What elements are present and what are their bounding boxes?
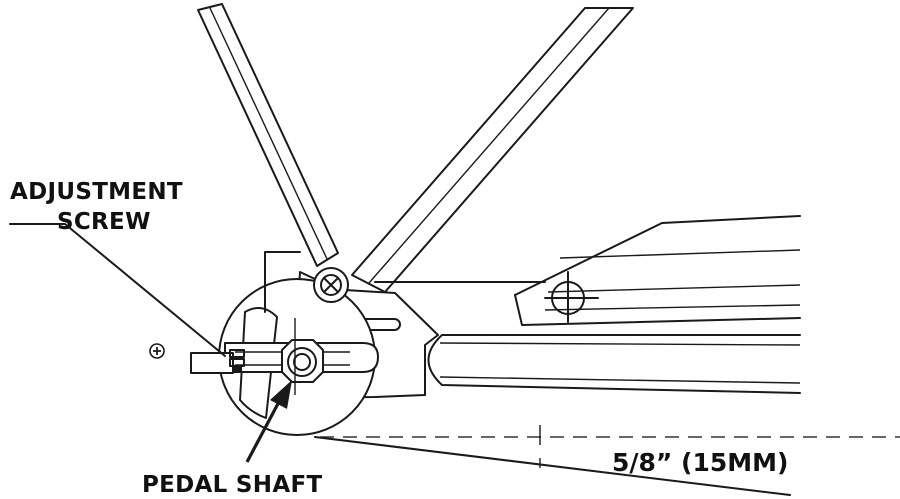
adjustment-screw xyxy=(190,349,245,374)
dimension-label: 5/8” (15MM) xyxy=(612,448,788,477)
adjustment-screw-leader xyxy=(9,223,226,357)
adjustment-screw-label-line1: ADJUSTMENT xyxy=(10,179,183,205)
clip-housing xyxy=(514,215,801,326)
adjustment-screw-label-line2: SCREW xyxy=(57,209,151,235)
left-frame-tube xyxy=(197,3,339,267)
pivot-bolt xyxy=(313,267,349,303)
pedal-shaft-hex-nut xyxy=(281,318,324,395)
spring-wire xyxy=(264,251,301,313)
right-frame-tube xyxy=(351,7,634,293)
long-arm xyxy=(374,281,801,394)
plus-terminal-icon xyxy=(149,343,165,359)
crosshair-target xyxy=(544,271,599,323)
pedal-shaft-label: PEDAL SHAFT xyxy=(142,472,322,498)
pedal-shaft-arrow xyxy=(245,380,292,463)
dimension-lines xyxy=(314,425,900,496)
